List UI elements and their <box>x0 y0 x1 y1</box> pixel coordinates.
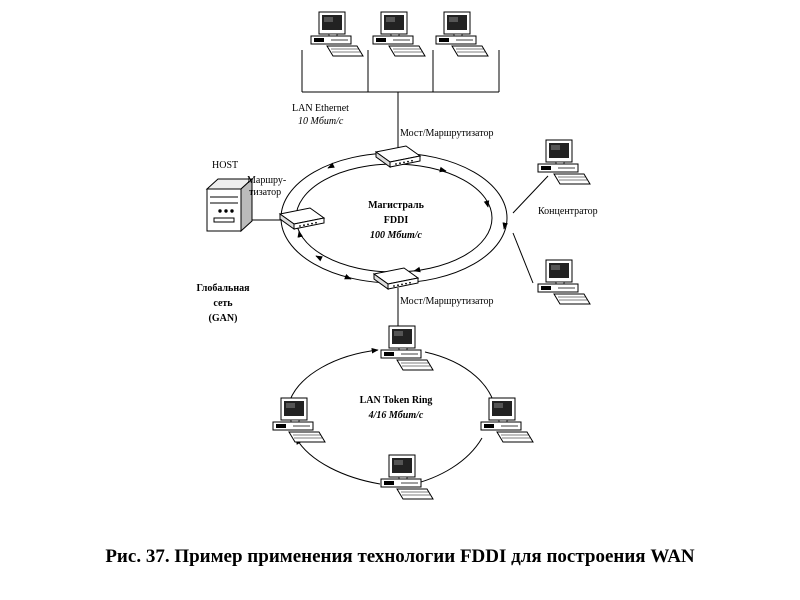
gan-label-line3: (GAN) <box>208 313 238 324</box>
token-ring-label: LAN Token Ring <box>359 395 433 406</box>
bridge-router-icon <box>279 207 325 230</box>
backbone-speed: 100 Мбит/с <box>370 230 422 241</box>
workstation-icon <box>372 11 426 57</box>
host-label: HOST <box>212 160 239 171</box>
workstation-icon <box>310 11 364 57</box>
fddi-ring-arrows <box>297 162 508 280</box>
backbone-fddi: FDDI <box>383 215 409 226</box>
workstation-icon <box>435 11 489 57</box>
workstation-icon <box>480 397 534 443</box>
figure-caption: Рис. 37. Пример применения технологии FD… <box>105 546 695 567</box>
workstation-icon <box>272 397 326 443</box>
concentrator-label: Концентратор <box>538 206 598 217</box>
token-ring-speed: 4/16 Мбит/с <box>368 410 424 421</box>
ethernet-bus <box>301 50 500 148</box>
bridge-top-label: Мост/Маршрутизатор <box>400 128 494 139</box>
router-label-line1: Маршру- <box>247 175 287 186</box>
lan-ethernet-speed: 10 Мбит/с <box>298 116 344 127</box>
bridge-bottom-label: Мост/Маршрутизатор <box>400 296 494 307</box>
concentrator-links <box>512 175 549 284</box>
workstation-icon <box>537 259 591 305</box>
lan-ethernet-label: LAN Ethernet <box>292 103 349 114</box>
backbone-title: Магистраль <box>368 200 424 211</box>
workstation-icon <box>537 139 591 185</box>
router-label-line2: тизатор <box>249 187 282 198</box>
gan-label-line1: Глобальная <box>196 283 250 294</box>
server-icon <box>205 177 254 233</box>
gan-label-line2: сеть <box>213 298 233 309</box>
workstation-icon <box>380 325 434 371</box>
workstation-icon <box>380 454 434 500</box>
